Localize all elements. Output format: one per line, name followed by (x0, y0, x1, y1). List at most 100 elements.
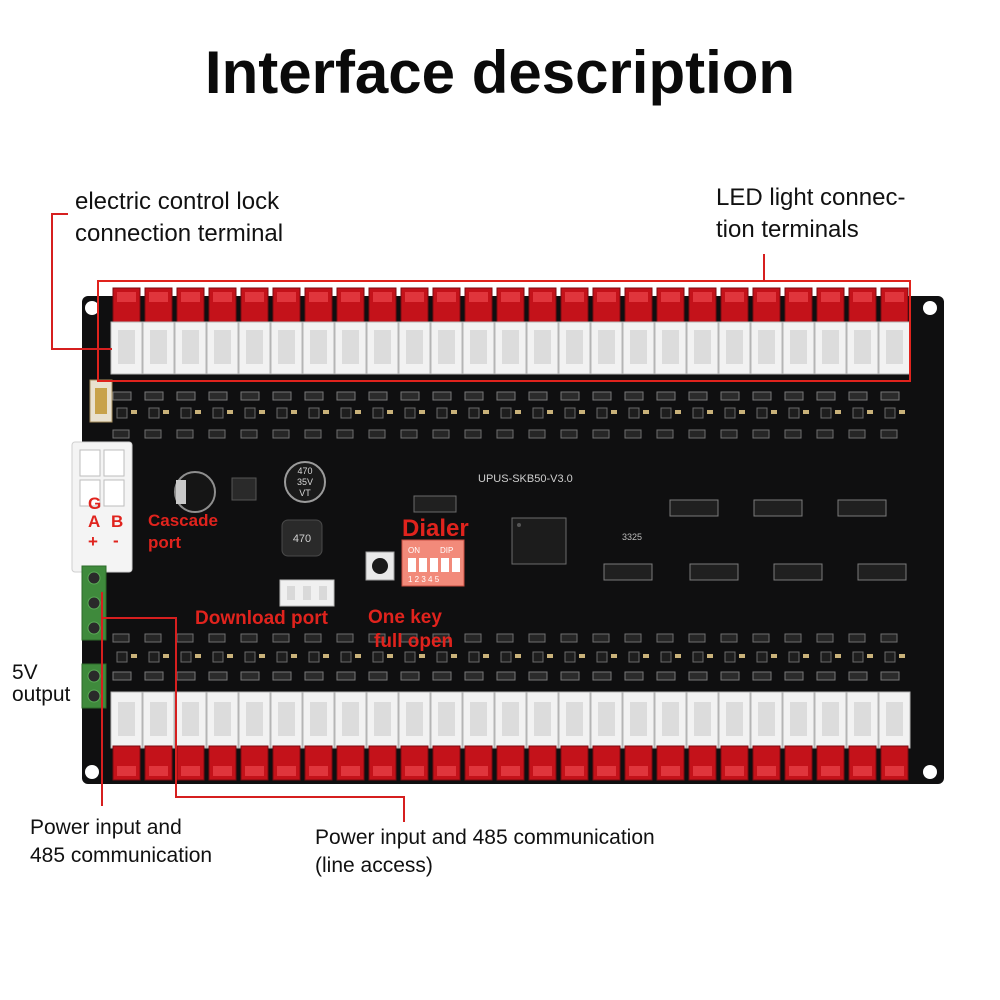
smd-cluster (880, 391, 905, 439)
smd-cluster (656, 633, 681, 681)
smd-cluster (720, 391, 745, 439)
smd-cluster (560, 633, 585, 681)
smd-cluster (688, 633, 713, 681)
smd-cluster (400, 633, 425, 681)
top-connector (558, 287, 591, 375)
lock-terminal-connector (89, 379, 113, 423)
smd-cluster (848, 391, 873, 439)
bottom-connector (142, 691, 175, 781)
bottom-connector (206, 691, 239, 781)
bottom-connector (494, 691, 527, 781)
smd-cluster (624, 391, 649, 439)
top-connector (686, 287, 719, 375)
cascade-line-2: port (148, 533, 182, 552)
smd-cluster (368, 633, 393, 681)
power-input-left-callout: Power input and 485 communication (30, 814, 212, 870)
board-model-text: UPUS-SKB50-V3.0 (478, 473, 573, 485)
led-terminals-highlight (97, 280, 911, 382)
smd-cluster (112, 391, 137, 439)
top-connector (590, 287, 623, 375)
top-connector (878, 287, 911, 375)
smd-cluster (656, 391, 681, 439)
bottom-connector (302, 691, 335, 781)
smd-cluster (144, 633, 169, 681)
power-input-bottom-callout: Power input and 485 communication (line … (315, 824, 655, 880)
dip-dip-text: DIP (440, 546, 453, 555)
inductor-text: 470 (293, 533, 311, 545)
driver-ic (689, 563, 739, 581)
smd-cluster (720, 633, 745, 681)
top-connector (238, 287, 271, 375)
driver-ic (669, 499, 719, 517)
mount-hole (85, 765, 99, 779)
top-connector (110, 287, 143, 375)
bottom-connector (398, 691, 431, 781)
top-connector (846, 287, 879, 375)
driver-ic (753, 499, 803, 517)
smd-cluster (144, 391, 169, 439)
smd-cluster (528, 391, 553, 439)
smd-cluster (304, 633, 329, 681)
bottom-connector (462, 691, 495, 781)
smd-cluster (688, 391, 713, 439)
bottom-connector (174, 691, 207, 781)
top-connector (654, 287, 687, 375)
minus-label: - (113, 531, 119, 550)
top-connector (814, 287, 847, 375)
dip-numbers-text: 1 2 3 4 5 (408, 575, 440, 584)
capacitor-text-1: 470 (297, 466, 312, 476)
smd-cluster (432, 633, 457, 681)
driver-ic (857, 563, 907, 581)
top-connector (462, 287, 495, 375)
capacitor-text-2: 35V (297, 477, 313, 487)
bottom-connector (238, 691, 271, 781)
top-connector (174, 287, 207, 375)
bottom-connector (782, 691, 815, 781)
led-terminals-callout: LED light connec- tion terminals (716, 182, 905, 246)
download-port-connector (279, 579, 335, 607)
smd-components-bottom (112, 633, 905, 681)
leader-lock (51, 213, 112, 350)
cascade-port-label: Cascade port (148, 510, 218, 554)
download-port-label: Download port (195, 608, 328, 629)
smd-cluster (112, 633, 137, 681)
bottom-connector (878, 691, 911, 781)
plus-label: + (88, 532, 98, 551)
b-label: B (111, 512, 124, 531)
bottom-connector (270, 691, 303, 781)
bottom-connector (718, 691, 751, 781)
driver-ic (603, 563, 653, 581)
smd-cluster (848, 633, 873, 681)
bottom-connector (334, 691, 367, 781)
smd-cluster (336, 391, 361, 439)
smd-cluster (816, 391, 841, 439)
led-terminals-line-1: LED light connec- (716, 184, 906, 211)
bottom-connector (654, 691, 687, 781)
top-connector (142, 287, 175, 375)
top-connector (494, 287, 527, 375)
smd-cluster (240, 391, 265, 439)
bottom-connector (590, 691, 623, 781)
power-left-line-2: 485 communication (30, 844, 213, 867)
mount-hole (923, 765, 937, 779)
bottom-connector (526, 691, 559, 781)
smd-cluster (272, 391, 297, 439)
smd-cluster (240, 633, 265, 681)
bottom-connector (558, 691, 591, 781)
smd-cluster (208, 633, 233, 681)
top-connector (526, 287, 559, 375)
dip-switch: ON DIP 1 2 3 4 5 (401, 539, 465, 587)
smd-cluster (496, 391, 521, 439)
bottom-connector (814, 691, 847, 781)
smd-cluster (400, 391, 425, 439)
one-key-line-1: One key (368, 607, 442, 628)
five-v-line-1: 5V (12, 661, 38, 684)
bottom-connector (430, 691, 463, 781)
power-left-line-1: Power input and (30, 816, 182, 839)
leader-lines (51, 213, 765, 822)
smd-cluster (752, 633, 777, 681)
top-connector (430, 287, 463, 375)
smd-cluster (560, 391, 585, 439)
top-connector (398, 287, 431, 375)
